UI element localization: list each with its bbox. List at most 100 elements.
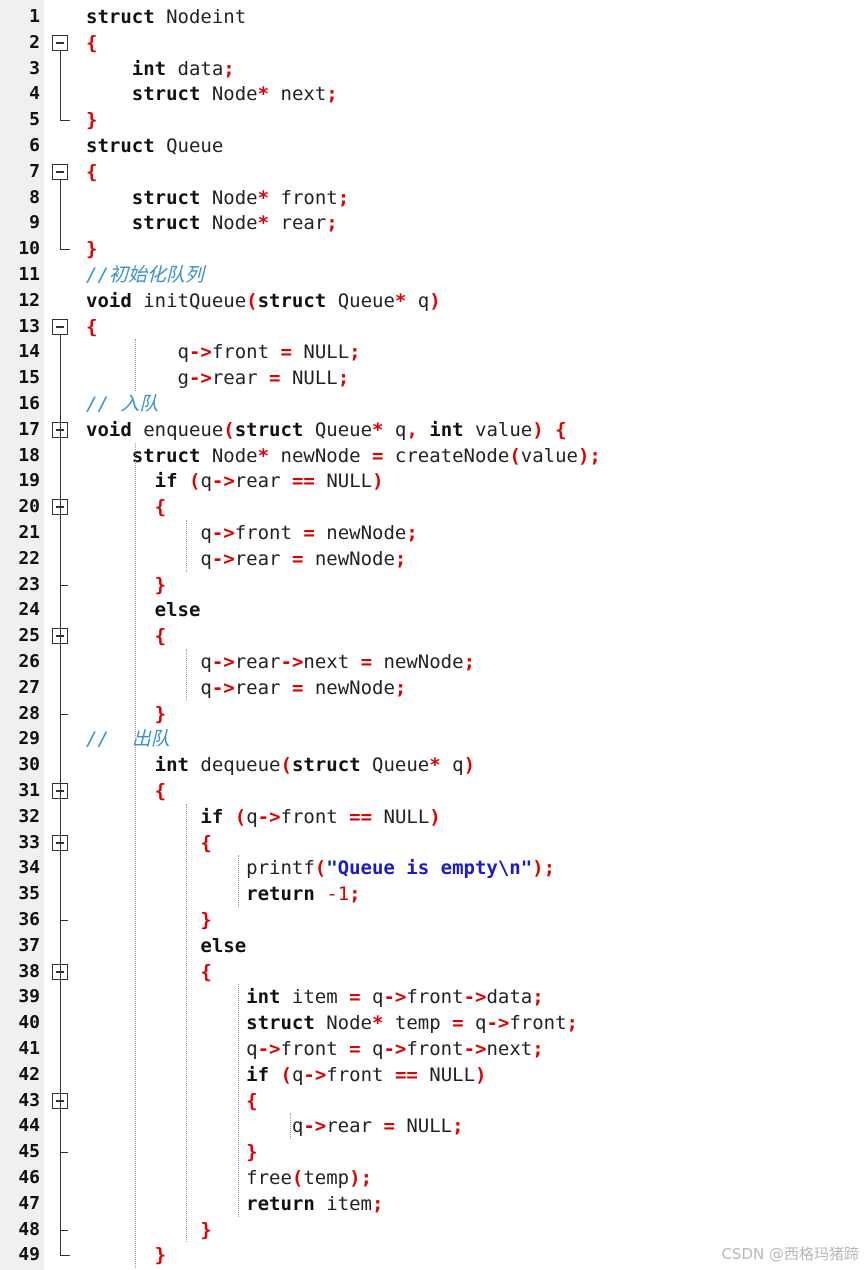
- line-number: 38: [18, 960, 40, 982]
- line-number: 39: [18, 986, 40, 1008]
- code-token: free: [86, 1167, 292, 1189]
- code-line[interactable]: q->front = newNode;: [86, 520, 417, 546]
- code-line[interactable]: int dequeue(struct Queue* q): [86, 752, 475, 778]
- code-line[interactable]: {: [86, 959, 211, 985]
- code-line[interactable]: q->rear = NULL;: [86, 1113, 464, 1139]
- code-token: q: [86, 676, 212, 699]
- code-line[interactable]: else: [86, 597, 201, 623]
- code-token: (: [188, 470, 201, 493]
- code-token: }: [200, 1218, 212, 1241]
- code-line[interactable]: else: [86, 933, 246, 959]
- code-line[interactable]: struct Node* temp = q->front;: [86, 1010, 578, 1036]
- code-line[interactable]: int item = q->front->data;: [86, 984, 544, 1010]
- code-token: ->: [383, 986, 407, 1009]
- code-token: front: [406, 1038, 464, 1060]
- code-token: struct: [131, 444, 201, 467]
- code-line[interactable]: q->rear->next = newNode;: [86, 649, 475, 675]
- code-token: (: [280, 754, 292, 777]
- code-token: NULL: [291, 341, 350, 364]
- line-number: 7: [29, 160, 40, 182]
- code-line[interactable]: q->front = q->front->next;: [86, 1036, 544, 1062]
- line-number: 14: [18, 341, 40, 363]
- code-line[interactable]: {: [86, 159, 97, 185]
- fold-toggle-icon[interactable]: [52, 318, 68, 335]
- line-number: 44: [18, 1115, 40, 1137]
- code-token: struct: [131, 212, 201, 235]
- code-token: ;: [337, 186, 350, 209]
- code-token: ->: [463, 986, 487, 1009]
- code-token: ;: [223, 57, 235, 80]
- code-token: ==: [349, 805, 373, 828]
- code-token: q: [200, 470, 212, 493]
- code-token: ;: [532, 1038, 544, 1060]
- code-line[interactable]: struct Nodeint: [86, 4, 246, 30]
- code-token: ): [429, 289, 441, 312]
- code-line[interactable]: q->front = NULL;: [86, 339, 361, 365]
- indent-guide: [238, 984, 240, 1217]
- code-line[interactable]: if (q->front == NULL): [86, 804, 440, 830]
- code-token: }: [246, 1141, 258, 1164]
- code-line[interactable]: struct Node* newNode = createNode(value)…: [86, 443, 601, 469]
- code-token: =: [291, 547, 304, 570]
- line-number: 32: [18, 805, 40, 827]
- code-token: ->: [211, 470, 235, 493]
- code-line[interactable]: return item;: [86, 1191, 383, 1217]
- code-line[interactable]: //初始化队列: [86, 262, 204, 288]
- code-line[interactable]: }: [86, 107, 97, 133]
- code-line[interactable]: {: [86, 494, 166, 520]
- code-token: [315, 883, 326, 905]
- code-line[interactable]: }: [86, 701, 166, 727]
- line-number: 49: [18, 1244, 40, 1266]
- code-line[interactable]: struct Node* next;: [86, 81, 338, 107]
- code-line[interactable]: free(temp);: [86, 1165, 372, 1191]
- code-line[interactable]: {: [86, 1088, 257, 1114]
- code-token: Node: [200, 212, 258, 235]
- code-line[interactable]: return -1;: [86, 881, 360, 907]
- code-line[interactable]: }: [86, 1242, 166, 1268]
- code-line[interactable]: struct Queue: [86, 133, 223, 159]
- code-line[interactable]: // 入队: [86, 391, 158, 417]
- code-line[interactable]: }: [86, 572, 166, 598]
- code-line[interactable]: void initQueue(struct Queue* q): [86, 288, 441, 314]
- line-number: 29: [18, 728, 40, 750]
- code-line[interactable]: g->rear = NULL;: [86, 365, 350, 391]
- code-token: [86, 754, 155, 776]
- code-line[interactable]: q->rear = newNode;: [86, 675, 406, 701]
- line-number: 15: [18, 367, 40, 389]
- code-token: (: [246, 289, 258, 312]
- code-line[interactable]: }: [86, 1139, 258, 1165]
- code-line[interactable]: struct Node* rear;: [86, 210, 338, 236]
- code-line[interactable]: {: [86, 623, 166, 649]
- code-line[interactable]: }: [86, 907, 211, 933]
- code-line[interactable]: {: [86, 830, 211, 856]
- code-token: int: [131, 57, 167, 80]
- code-token: ;: [532, 986, 544, 1009]
- code-token: ->: [280, 651, 304, 673]
- code-line[interactable]: printf("Queue is empty\n");: [86, 855, 555, 881]
- code-token: [86, 1090, 246, 1112]
- code-line[interactable]: struct Node* front;: [86, 185, 349, 211]
- code-token: struct: [291, 754, 361, 777]
- code-line[interactable]: }: [86, 236, 97, 262]
- code-line[interactable]: void enqueue(struct Queue* q, int value)…: [86, 417, 567, 443]
- code-line[interactable]: int data;: [86, 56, 235, 82]
- code-token: q: [291, 1063, 304, 1086]
- fold-toggle-icon[interactable]: [52, 163, 68, 180]
- code-line[interactable]: q->rear = newNode;: [86, 546, 406, 572]
- code-token: ;: [394, 547, 407, 570]
- code-line[interactable]: {: [86, 778, 166, 804]
- code-token: ;: [566, 1012, 578, 1035]
- code-line[interactable]: // 出队: [86, 726, 170, 752]
- code-token: [86, 574, 155, 596]
- fold-toggle-icon[interactable]: [52, 34, 68, 51]
- code-token: next: [269, 83, 327, 106]
- code-line[interactable]: if (q->rear == NULL): [86, 468, 384, 494]
- code-token: =: [303, 522, 315, 544]
- code-line[interactable]: if (q->front == NULL): [86, 1062, 486, 1088]
- code-line[interactable]: }: [86, 1217, 212, 1243]
- code-line[interactable]: {: [86, 314, 97, 340]
- code-line[interactable]: {: [86, 30, 97, 56]
- code-token: (: [291, 1167, 304, 1189]
